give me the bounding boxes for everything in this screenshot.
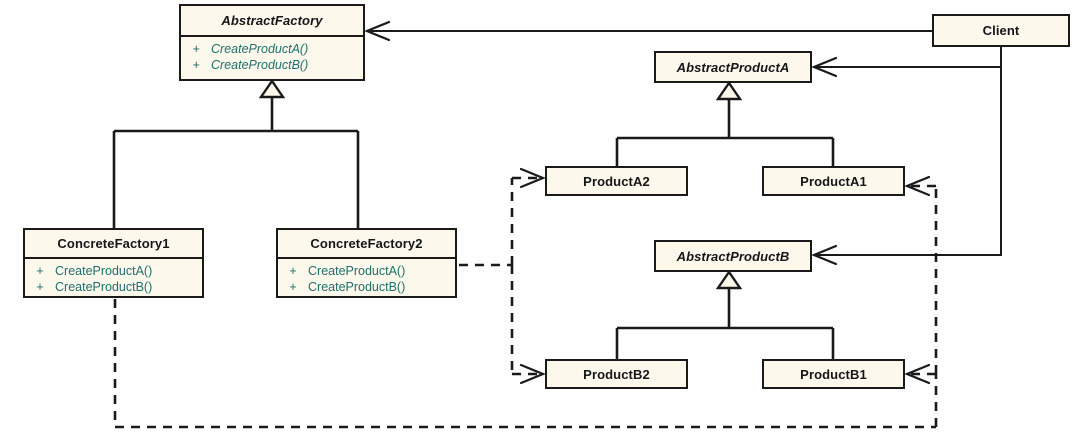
association-client-to-abstractproductb	[811, 47, 1002, 266]
class-member-row: + CreateProductB()	[181, 57, 363, 73]
class-name-product-a2: ProductA2	[583, 173, 650, 189]
class-member-row: + CreateProductB()	[278, 279, 455, 295]
generalization-arrowhead-abstractproducta	[715, 80, 743, 101]
member-visibility: +	[192, 58, 200, 72]
generalization-producta-to-abstractproducta	[615, 99, 835, 166]
class-name-concrete-factory-2: ConcreteFactory2	[310, 236, 423, 251]
dependency-concretefactory2-to-products	[459, 176, 543, 376]
class-box-product-a2[interactable]: ProductA2	[545, 166, 688, 196]
class-name-product-b2: ProductB2	[583, 366, 650, 382]
generalization-arrowhead-abstractproductb	[715, 269, 743, 290]
class-box-concrete-factory-2[interactable]: ConcreteFactory2 + CreateProductA() + Cr…	[276, 228, 457, 298]
member-visibility: +	[36, 264, 44, 278]
dependency-arrowhead-producta2	[519, 167, 546, 189]
class-members-concrete-factory-1: + CreateProductA() + CreateProductB()	[25, 259, 202, 298]
class-name-concrete-factory-1: ConcreteFactory1	[57, 236, 170, 251]
class-divider	[25, 257, 202, 259]
member-visibility: +	[289, 264, 297, 278]
class-members-concrete-factory-2: + CreateProductA() + CreateProductB()	[278, 259, 455, 298]
dependency-arrowhead-productb1	[904, 363, 931, 385]
class-box-concrete-factory-1[interactable]: ConcreteFactory1 + CreateProductA() + Cr…	[23, 228, 204, 298]
class-name-abstract-product-a: AbstractProductA	[676, 59, 790, 75]
class-member-row: + CreateProductA()	[181, 41, 363, 57]
member-signature: CreateProductA()	[211, 42, 309, 56]
class-members-abstract-factory: + CreateProductA() + CreateProductB()	[181, 37, 363, 76]
class-box-abstract-product-b[interactable]: AbstractProductB	[654, 240, 812, 272]
class-member-row: + CreateProductB()	[25, 279, 202, 295]
class-name-product-b1: ProductB1	[800, 366, 867, 382]
member-visibility: +	[289, 280, 297, 294]
member-visibility: +	[192, 42, 200, 56]
generalization-productb-to-abstractproductb	[615, 288, 835, 359]
class-box-client[interactable]: Client	[932, 14, 1070, 47]
class-divider	[278, 257, 455, 259]
member-signature: CreateProductB()	[308, 280, 406, 294]
class-member-row: + CreateProductA()	[25, 263, 202, 279]
class-box-abstract-product-a[interactable]: AbstractProductA	[654, 51, 812, 83]
class-box-product-b2[interactable]: ProductB2	[545, 359, 688, 389]
association-client-to-abstractproducta	[811, 47, 1002, 78]
generalization-arrowhead-abstractfactory	[258, 78, 286, 99]
class-name-abstract-product-b: AbstractProductB	[676, 248, 790, 264]
class-box-abstract-factory[interactable]: AbstractFactory + CreateProductA() + Cre…	[179, 4, 365, 81]
dependency-concretefactory1-to-products	[113, 184, 938, 429]
class-name-abstract-factory: AbstractFactory	[221, 13, 323, 28]
member-signature: CreateProductA()	[308, 264, 406, 278]
association-client-to-abstractfactory	[364, 20, 932, 42]
member-signature: CreateProductB()	[211, 58, 309, 72]
class-name-client: Client	[982, 23, 1020, 38]
generalization-concretefactories-to-abstractfactory	[112, 97, 360, 228]
member-visibility: +	[36, 280, 44, 294]
member-signature: CreateProductA()	[55, 264, 153, 278]
dependency-arrowhead-producta1	[904, 175, 931, 197]
class-member-row: + CreateProductA()	[278, 263, 455, 279]
class-box-product-a1[interactable]: ProductA1	[762, 166, 905, 196]
dependency-arrowhead-productb2	[519, 363, 546, 385]
class-name-product-a1: ProductA1	[800, 173, 867, 189]
class-divider	[181, 35, 363, 37]
member-signature: CreateProductB()	[55, 280, 153, 294]
class-box-product-b1[interactable]: ProductB1	[762, 359, 905, 389]
